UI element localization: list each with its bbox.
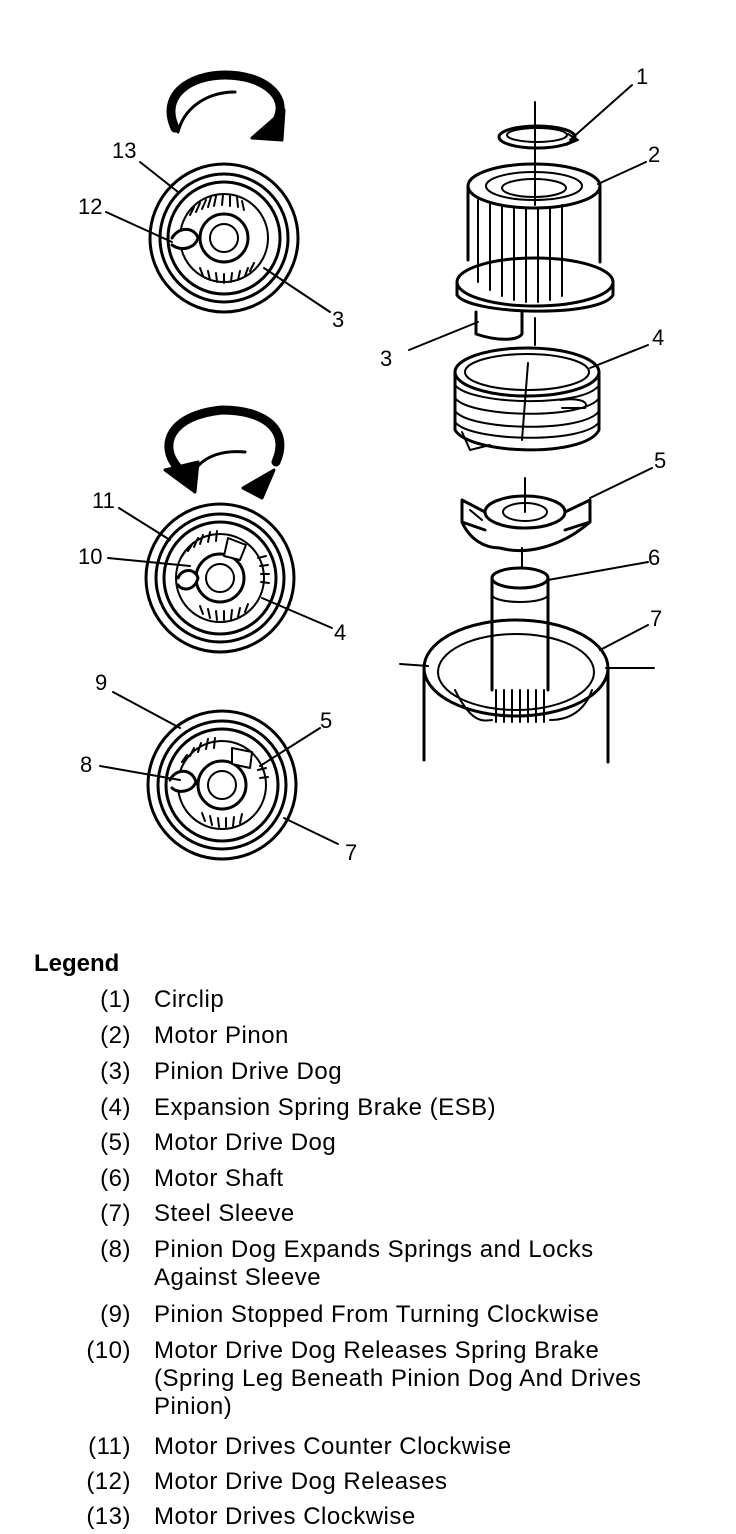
callout-9: 9	[95, 670, 107, 695]
legend-text: Motor Shaft	[154, 1165, 284, 1192]
motor-drive-dog-part	[460, 494, 592, 553]
legend-text: Pinion Dog Expands Springs and Locks Aga…	[154, 1236, 594, 1291]
motor-shaft-part	[490, 566, 550, 723]
legend-number: (2)	[100, 1022, 131, 1049]
counter-clockwise-arrow-icon	[163, 405, 285, 500]
steel-sleeve-part	[399, 618, 655, 764]
callout-1: 1	[636, 64, 648, 89]
legend-text: Motor Pinon	[154, 1022, 289, 1049]
clockwise-view	[148, 70, 300, 314]
exploded-assembly	[399, 101, 655, 764]
legend-number: (13)	[86, 1503, 131, 1530]
callout-labels: 1 2 3 4 5 6 7 13 12 3 11 10 4 9 8 5 7	[78, 64, 666, 865]
legend-text: Steel Sleeve	[154, 1200, 295, 1227]
callout-13: 13	[112, 138, 136, 163]
callout-5-bottom-view: 5	[320, 708, 332, 733]
spring-brake-part	[453, 346, 601, 452]
spring-coils	[189, 194, 255, 284]
legend-text: Motor Drive Dog Releases Spring Brake (S…	[154, 1337, 642, 1420]
legend-title: Legend	[34, 950, 120, 977]
callout-4-mid-view: 4	[334, 620, 346, 645]
callout-3-top-view: 3	[332, 307, 344, 332]
clockwise-arrow-icon	[166, 70, 286, 142]
legend-text: Pinion Stopped From Turning Clockwise	[154, 1301, 600, 1328]
legend-text: Expansion Spring Brake (ESB)	[154, 1094, 497, 1121]
callout-5-dog: 5	[654, 448, 666, 473]
exploded-drive-diagram: 1 2 3 4 5 6 7 13 12 3 11 10 4 9 8 5 7	[78, 64, 666, 865]
legend-number: (12)	[86, 1468, 131, 1495]
leader-lines	[99, 84, 653, 845]
legend-text: Motor Drive Dog	[154, 1129, 337, 1156]
legend-text: Pinion Drive Dog	[154, 1058, 343, 1085]
motor-pinion-part	[455, 162, 615, 341]
callout-2: 2	[648, 142, 660, 167]
legend-number: (9)	[100, 1301, 131, 1328]
callout-7-sleeve: 7	[650, 606, 662, 631]
callout-4-spring: 4	[652, 325, 664, 350]
legend-number: (11)	[88, 1433, 131, 1460]
legend-text: Motor Drives Clockwise	[154, 1503, 416, 1530]
legend-text: Circlip	[154, 986, 225, 1013]
legend-number: (4)	[100, 1094, 131, 1121]
legend-number: (1)	[100, 986, 131, 1013]
legend-number: (5)	[100, 1129, 131, 1156]
callout-10: 10	[78, 544, 102, 569]
pinion-stopped-view	[146, 709, 298, 861]
callout-11: 11	[92, 488, 115, 513]
legend-number: (8)	[100, 1236, 131, 1263]
legend-number: (7)	[100, 1200, 131, 1227]
callout-8: 8	[80, 752, 92, 777]
circlip-part	[497, 124, 579, 150]
callout-7-bottom-view: 7	[345, 840, 357, 865]
legend-number: (6)	[100, 1165, 131, 1192]
legend-number: (3)	[100, 1058, 131, 1085]
legend-text: Motor Drives Counter Clockwise	[154, 1433, 512, 1460]
callout-12: 12	[78, 194, 102, 219]
callout-6: 6	[648, 545, 660, 570]
legend-text: Motor Drive Dog Releases	[154, 1468, 448, 1495]
legend-number: (10)	[86, 1337, 131, 1364]
counter-clockwise-view	[144, 405, 296, 654]
callout-3-pinion: 3	[380, 346, 392, 371]
